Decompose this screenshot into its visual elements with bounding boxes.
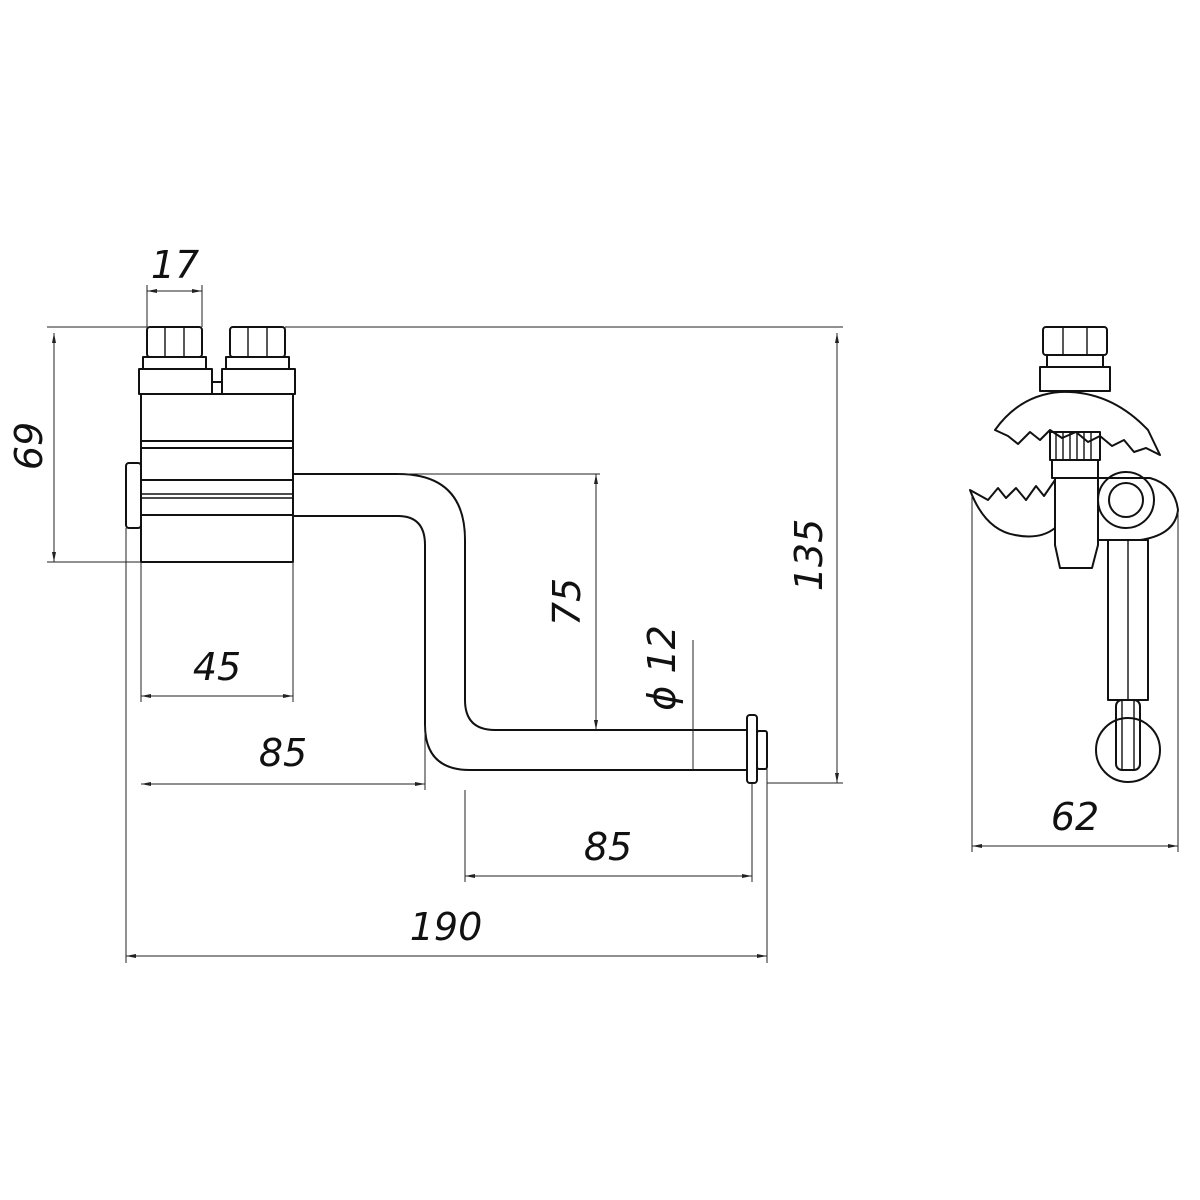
spring-thread bbox=[1049, 431, 1101, 479]
clamp-body bbox=[125, 393, 294, 563]
pivot-ring-inner bbox=[1108, 482, 1144, 518]
pivot-ring-outer bbox=[1097, 471, 1155, 529]
dim-rod-diameter: ϕ 12 bbox=[640, 625, 684, 711]
side-bolt bbox=[1039, 326, 1111, 392]
dim-clamp-height: 69 bbox=[7, 422, 51, 470]
side-rod bbox=[1095, 539, 1161, 783]
front-dimension-lines bbox=[47, 285, 843, 963]
lower-jaw bbox=[969, 479, 1056, 538]
dim-side-width: 62 bbox=[1051, 795, 1099, 839]
side-dimension-lines bbox=[971, 495, 1179, 852]
dim-rod-offset-b: 85 bbox=[584, 825, 632, 869]
side-view: 62 bbox=[969, 326, 1179, 852]
dim-rod-offset-a: 85 bbox=[259, 731, 307, 775]
dim-clamp-width: 45 bbox=[193, 645, 241, 689]
bent-rod bbox=[292, 473, 768, 784]
front-bolt-left bbox=[138, 326, 213, 395]
dim-bolt-width: 17 bbox=[151, 243, 199, 287]
upper-jaw bbox=[994, 390, 1161, 456]
front-view: 17 69 45 85 75 ϕ 12 85 190 135 bbox=[7, 243, 843, 963]
dim-rise-height: 75 bbox=[545, 578, 589, 626]
dim-total-length: 190 bbox=[410, 905, 483, 949]
front-bolt-right bbox=[221, 326, 296, 395]
dim-total-height: 135 bbox=[787, 519, 831, 592]
